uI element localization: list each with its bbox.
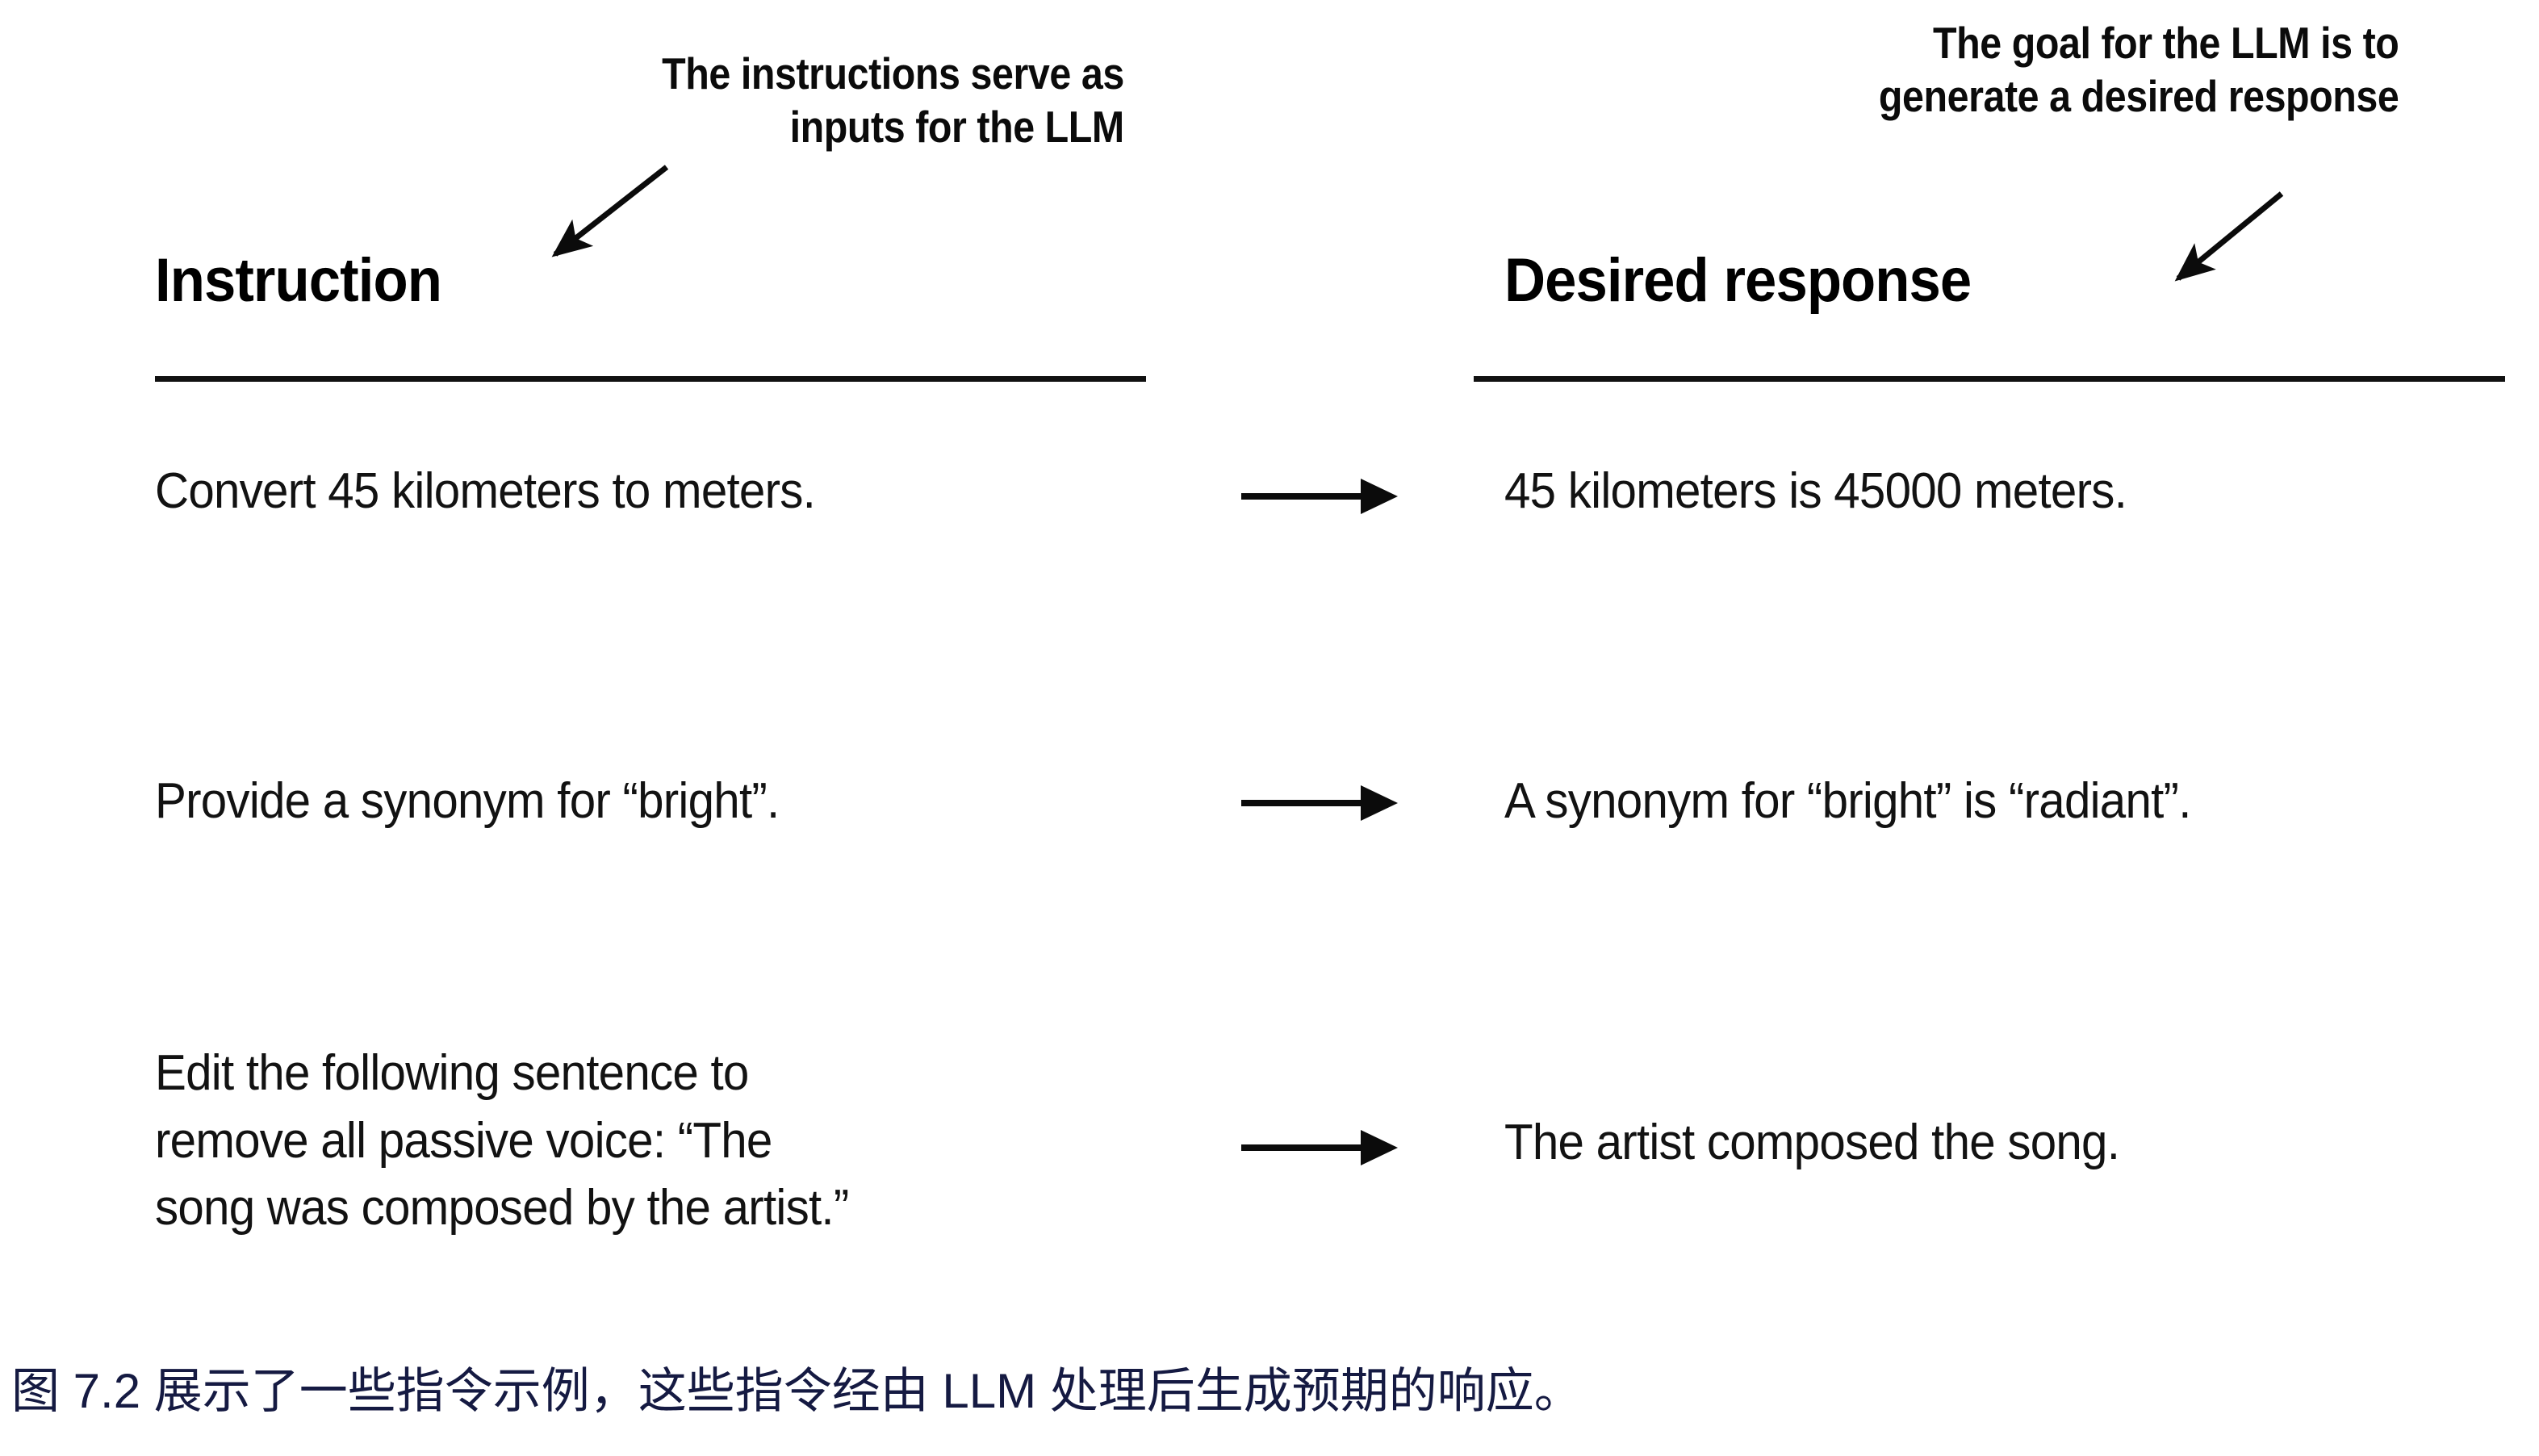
callout-left-line-1: The instructions serve as (662, 48, 1124, 98)
column-heading-instruction: Instruction (155, 246, 442, 315)
figure-caption: 图 7.2 展示了一些指令示例，这些指令经由 LLM 处理后生成预期的响应。 (11, 1364, 1583, 1418)
instruction-cell-3: Edit the following sentence to remove al… (155, 1045, 849, 1236)
column-heading-desired-response: Desired response (1504, 246, 1972, 315)
callout-right-line-2: generate a desired response (1878, 71, 2399, 121)
arrow-right-icon (1241, 479, 1398, 514)
arrow-right-icon (1241, 785, 1398, 821)
divider-rule-right (1474, 376, 2505, 382)
instruction-cell-2: Provide a synonym for “bright”. (155, 773, 780, 829)
response-cell-2: A synonym for “bright” is “radiant”. (1504, 773, 2191, 829)
callout-right-line-1: The goal for the LLM is to (1932, 18, 2399, 68)
arrow-down-left-icon (2174, 191, 2284, 282)
callout-right: The goal for the LLM is to generate a de… (1879, 16, 2399, 123)
arrow-down-left-icon (551, 165, 669, 257)
instruction-cell-1: Convert 45 kilometers to meters. (155, 463, 816, 519)
callout-left-line-2: inputs for the LLM (789, 102, 1125, 152)
response-cell-1: 45 kilometers is 45000 meters. (1504, 463, 2127, 519)
divider-rule-left (155, 376, 1146, 382)
callout-left: The instructions serve as inputs for the… (662, 47, 1124, 153)
arrow-right-icon (1241, 1130, 1398, 1165)
response-cell-3: The artist composed the song. (1504, 1115, 2120, 1170)
